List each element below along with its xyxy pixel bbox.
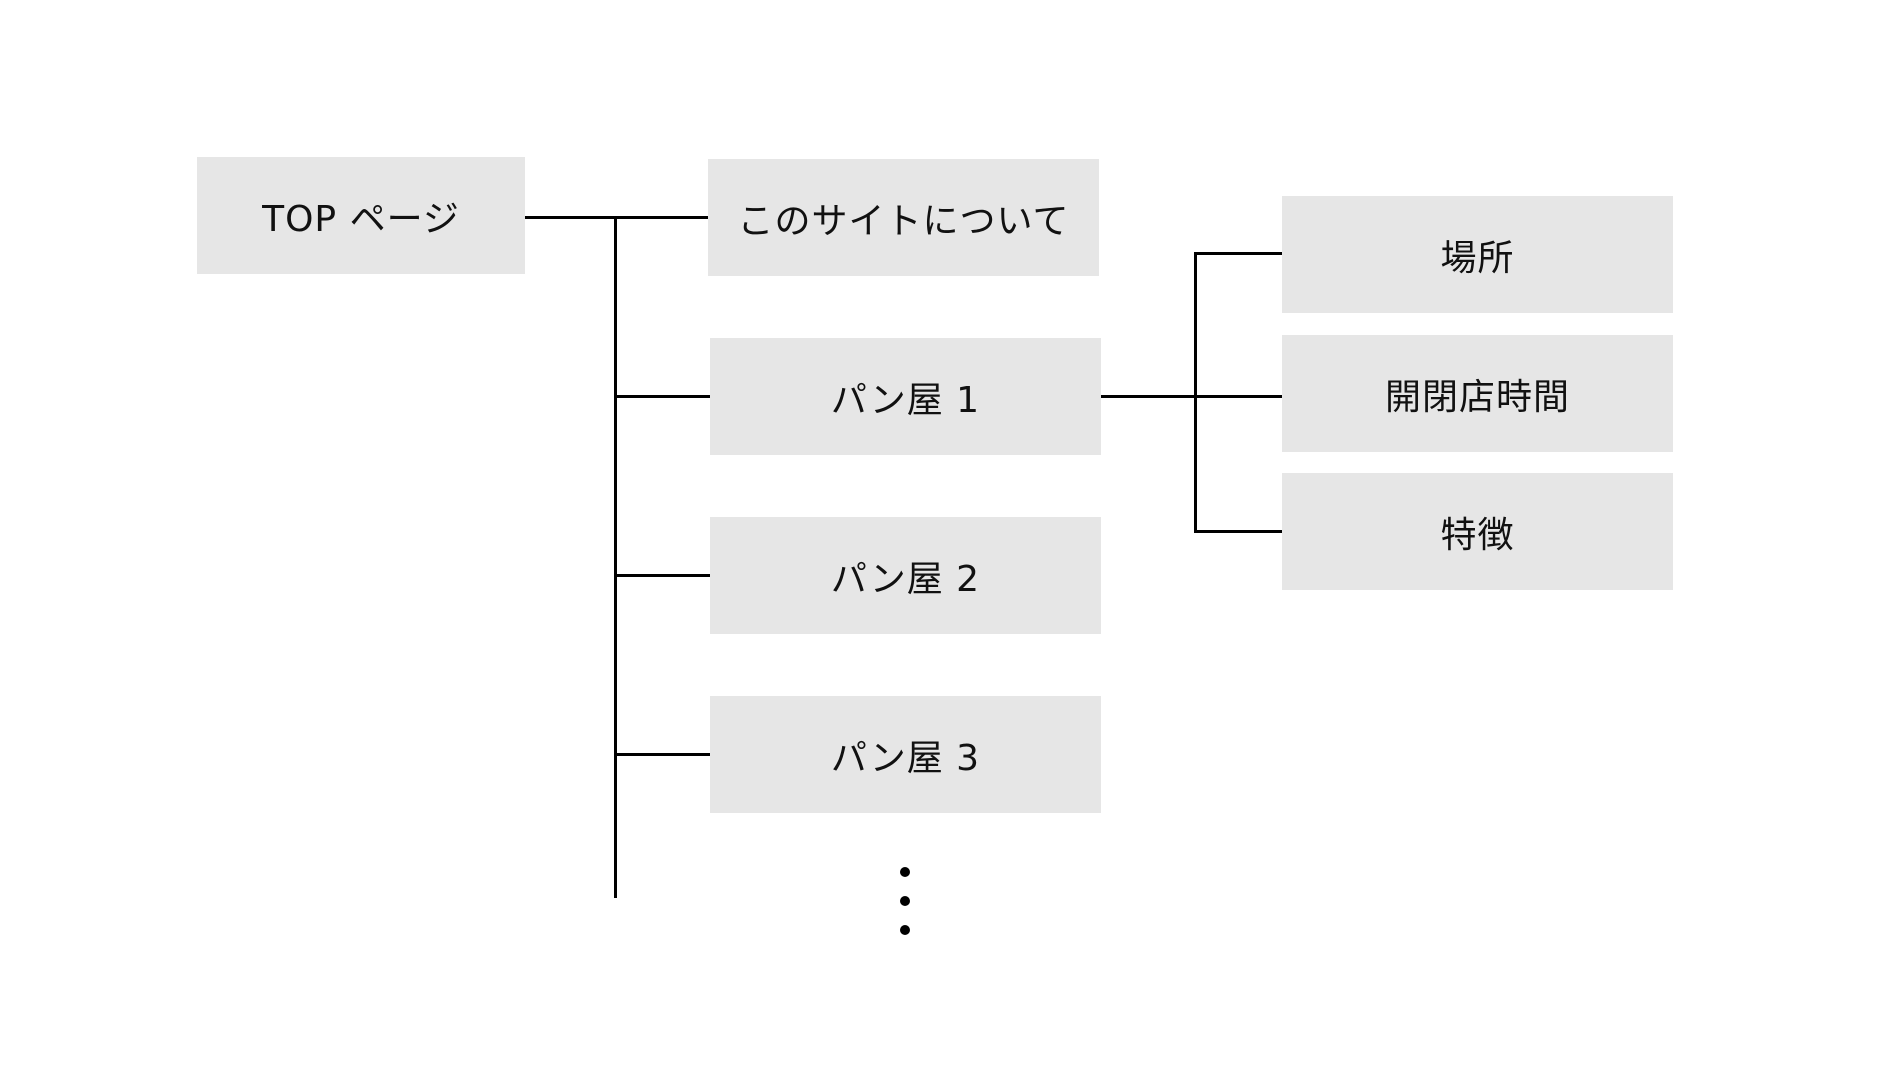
- branch-bakery-2: [614, 574, 723, 577]
- node-bakery-2-label: パン屋 2: [830, 558, 981, 600]
- node-top-page: TOP ページ: [197, 157, 525, 274]
- trunk-vertical: [614, 216, 617, 898]
- node-bakery-1: パン屋 1: [710, 338, 1101, 455]
- ellipsis-dot: [900, 867, 910, 877]
- node-about-site-label: このサイトについて: [737, 200, 1070, 242]
- node-opening-hours: 開閉店時間: [1282, 335, 1673, 452]
- node-features: 特徴: [1282, 473, 1673, 590]
- branch-features: [1194, 530, 1317, 533]
- ellipsis-dot: [900, 925, 910, 935]
- node-opening-hours-label: 開閉店時間: [1384, 376, 1570, 418]
- ellipsis-dot: [900, 896, 910, 906]
- branch-hours: [1194, 395, 1317, 398]
- node-features-label: 特徴: [1440, 514, 1515, 556]
- branch-bakery-3: [614, 753, 734, 756]
- node-bakery-3-label: パン屋 3: [830, 737, 981, 779]
- node-about-site: このサイトについて: [708, 159, 1099, 276]
- branch-location: [1194, 252, 1317, 255]
- subtrunk-vertical: [1194, 252, 1197, 532]
- node-location-label: 場所: [1440, 237, 1515, 279]
- node-location: 場所: [1282, 196, 1673, 313]
- node-bakery-3: パン屋 3: [710, 696, 1101, 813]
- node-bakery-1-label: パン屋 1: [830, 379, 981, 421]
- node-bakery-2: パン屋 2: [710, 517, 1101, 634]
- branch-bakery-1: [614, 395, 723, 398]
- connector-root-to-trunk: [503, 216, 723, 219]
- node-top-page-label: TOP ページ: [262, 198, 460, 240]
